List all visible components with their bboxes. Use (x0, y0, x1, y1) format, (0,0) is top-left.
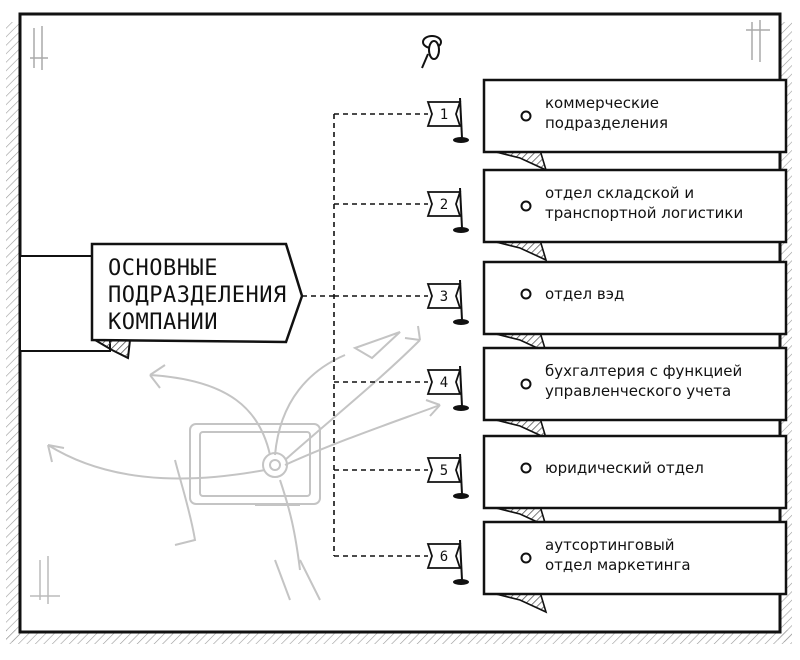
row-4: 4 бухгалтерия с функцией управленческого… (426, 346, 788, 440)
flag-number: 6 (440, 549, 448, 565)
row-6: 6 аутсортинговый отдел маркетинга (426, 520, 788, 614)
department-card (482, 260, 788, 336)
pushpin-icon (421, 35, 442, 69)
department-card (482, 168, 788, 244)
department-label-line-1: юридический отдел (545, 459, 704, 477)
department-label-line-1: аутсортинговый (545, 536, 675, 554)
row-5: 5 юридический отдел (426, 434, 788, 528)
flag-icon: 4 (426, 365, 469, 411)
flag-icon: 2 (426, 187, 469, 233)
flag-icon: 5 (426, 453, 469, 499)
flag-number: 2 (440, 197, 448, 213)
connectors (302, 113, 428, 557)
main-title-line-1: ОСНОВНЫЕ (108, 256, 218, 281)
department-label-line-2: отдел маркетинга (545, 556, 691, 574)
flag-icon: 6 (426, 539, 469, 585)
background-sketch (47, 325, 441, 601)
department-card (482, 78, 788, 154)
bullet-dot-icon (520, 378, 532, 390)
department-card (482, 520, 788, 596)
row-1: 1 коммерческие подразделения (426, 78, 788, 172)
department-card (482, 434, 788, 510)
bullet-dot-icon (520, 200, 532, 212)
flag-icon: 3 (426, 279, 469, 325)
department-label-line-1: отдел вэд (545, 285, 624, 303)
department-label-line-1: отдел складской и (545, 184, 694, 202)
bullet-dot-icon (520, 288, 532, 300)
main-title-line-3: КОМПАНИИ (108, 310, 218, 335)
main-box: ОСНОВНЫЕ ПОДРАЗДЕЛЕНИЯ КОМПАНИИ (90, 242, 304, 360)
flag-number: 3 (440, 289, 448, 305)
department-label-line-2: управленческого учета (545, 382, 731, 400)
flag-number: 4 (440, 375, 448, 391)
main-title-line-2: ПОДРАЗДЕЛЕНИЯ (108, 283, 287, 308)
department-label-line-1: коммерческие (545, 94, 659, 112)
department-label-line-2: подразделения (545, 114, 668, 132)
department-label-line-1: бухгалтерия с функцией (545, 362, 742, 380)
bullet-dot-icon (520, 552, 532, 564)
flag-number: 1 (440, 107, 448, 123)
flag-number: 5 (440, 463, 448, 479)
flag-icon: 1 (426, 97, 469, 143)
bullet-dot-icon (520, 462, 532, 474)
department-card (482, 346, 788, 422)
row-2: 2 отдел складской и транспортной логисти… (426, 168, 788, 262)
department-label-line-2: транспортной логистики (545, 204, 743, 222)
row-3: 3 отдел вэд (426, 260, 788, 354)
bullet-dot-icon (520, 110, 532, 122)
